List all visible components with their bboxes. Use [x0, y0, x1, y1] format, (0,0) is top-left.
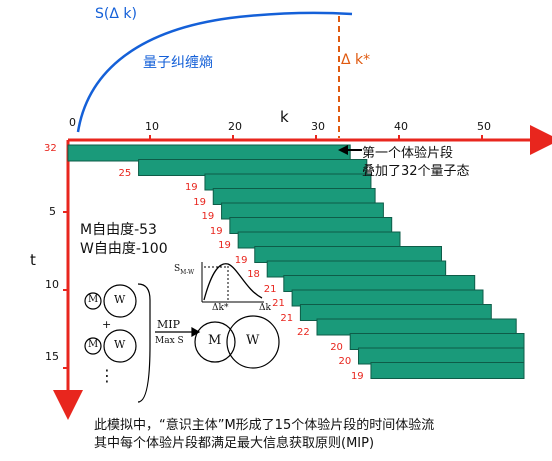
segment-label-11: 21 — [272, 298, 285, 309]
m-merged-label: M — [208, 333, 222, 348]
w-circle-1 — [103, 284, 137, 318]
experience-segment-bars — [67, 144, 525, 379]
k-axis-label: k — [280, 108, 289, 126]
first-segment-sublabel: 叠加了32个量子态 — [362, 164, 470, 179]
inset-y-label: SM-W — [174, 264, 195, 276]
segment-bar-8 — [254, 246, 442, 263]
w-merged-label: W — [246, 333, 260, 348]
m-circle-2 — [84, 337, 102, 355]
inset-chart — [201, 262, 264, 303]
segment-bar-5 — [221, 202, 384, 220]
k-tick-20: 20 — [228, 120, 242, 133]
ellipsis-dots: ⋮ — [99, 366, 115, 385]
max-s-label: Max S — [155, 336, 184, 346]
k-tick-10: 10 — [145, 120, 159, 133]
bracket — [137, 283, 151, 403]
first-segment-arrowhead — [338, 145, 348, 155]
inset-peak-label: Δk* — [212, 303, 229, 313]
plus-sign: + — [102, 318, 112, 331]
k-tick-40: 40 — [394, 120, 408, 133]
segment-label-13: 22 — [297, 327, 310, 338]
segment-bar-16 — [370, 362, 525, 379]
k-tick-30: 30 — [311, 120, 325, 133]
m-circle-merged — [194, 321, 236, 363]
t-tick-marks — [63, 211, 68, 369]
delta-k-star-label: Δ k* — [341, 52, 371, 68]
segment-bar-1 — [67, 144, 351, 162]
segment-label-7: 19 — [218, 240, 231, 251]
segment-bar-2 — [138, 159, 368, 176]
segment-bar-11 — [291, 289, 484, 307]
t-tick-15: 15 — [45, 350, 59, 363]
k-origin-label: 0 — [69, 116, 76, 129]
caption-line-1: 此模拟中，“意识主体”M形成了15个体验片段的时间体验流 — [94, 418, 435, 433]
segment-bar-15 — [358, 347, 525, 365]
segment-bar-10 — [283, 275, 476, 292]
segment-bar-3 — [204, 173, 372, 191]
mip-diagram — [84, 283, 280, 403]
segment-label-2: 25 — [118, 167, 132, 179]
m-label-2: M — [88, 339, 99, 350]
segment-label-10: 21 — [263, 283, 277, 295]
w-circle-2 — [103, 329, 137, 363]
entropy-chinese-label: 量子纠缠熵 — [143, 55, 213, 71]
t-axis-label: t — [30, 251, 36, 269]
mip-label: MIP — [157, 318, 181, 331]
k-tick-50: 50 — [477, 120, 491, 133]
segment-bar-9 — [266, 260, 447, 278]
inset-curve — [203, 263, 263, 301]
segment-label-8: 19 — [234, 254, 248, 266]
segment-label-5: 19 — [201, 211, 215, 222]
segment-label-16: 19 — [350, 370, 364, 382]
entropy-curve — [76, 11, 353, 133]
t-tick-5: 5 — [49, 205, 56, 218]
segment-label-3: 19 — [184, 182, 198, 193]
segment-label-9: 18 — [247, 269, 260, 280]
m-label-1: M — [88, 294, 99, 305]
segment-label-15: 20 — [338, 356, 352, 367]
segment-bar-13 — [316, 318, 517, 336]
segment-label-1: 32 — [44, 143, 57, 154]
m-freedom-label: M自由度-53 — [80, 222, 157, 238]
segment-bar-7 — [237, 231, 401, 249]
segment-label-12: 21 — [280, 312, 294, 324]
m-circle-1 — [84, 292, 102, 310]
w-circle-merged — [226, 315, 280, 369]
segment-label-4: 19 — [193, 196, 206, 208]
k-tick-marks — [149, 135, 483, 140]
segment-bar-14 — [349, 333, 525, 350]
segment-bar-6 — [229, 217, 393, 234]
mip-arrowhead — [191, 326, 201, 338]
inset-x-label: Δk — [259, 303, 271, 313]
first-segment-label: 第一个体验片段 — [362, 146, 454, 161]
caption-line-2: 其中每个体验片段都满足最大信息获取原则(MIP) — [94, 436, 375, 451]
segment-label-14: 20 — [330, 341, 343, 353]
segment-label-6: 19 — [209, 225, 223, 237]
segment-bar-12 — [299, 304, 492, 321]
w-label-1: W — [114, 293, 126, 306]
w-label-2: W — [114, 338, 126, 351]
t-tick-10: 10 — [45, 277, 59, 291]
w-freedom-label: W自由度-100 — [80, 241, 168, 257]
segment-bar-4 — [212, 188, 376, 205]
entropy-curve-label: S(Δ k) — [95, 6, 137, 22]
